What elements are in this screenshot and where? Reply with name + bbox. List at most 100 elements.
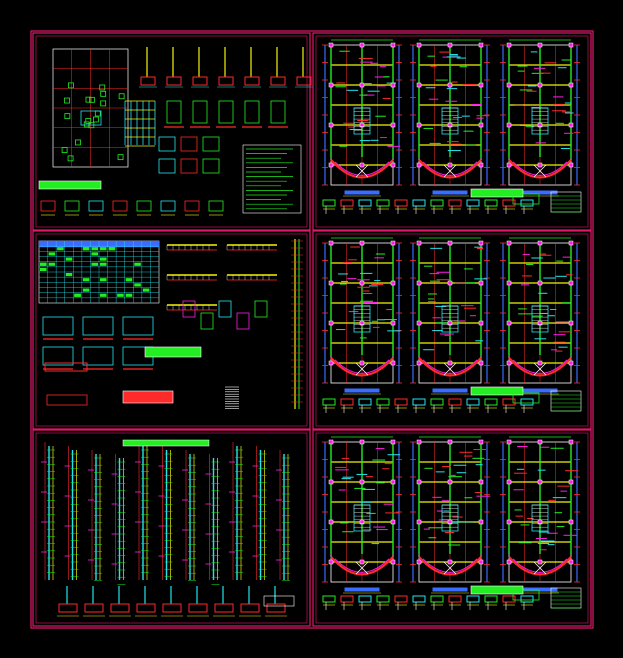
column bbox=[506, 439, 512, 445]
schedule-cell-fill bbox=[134, 262, 141, 266]
column bbox=[568, 280, 574, 286]
column bbox=[537, 320, 543, 326]
schedule-cell-fill bbox=[82, 247, 90, 251]
floor-plan bbox=[410, 39, 490, 186]
detail-box bbox=[202, 136, 220, 152]
schedule-cell-fill bbox=[74, 293, 81, 297]
column bbox=[568, 82, 574, 88]
sheet-inner-border bbox=[35, 233, 308, 427]
slab-section bbox=[42, 346, 74, 366]
footing bbox=[94, 110, 101, 117]
column bbox=[568, 519, 574, 525]
footing bbox=[64, 97, 70, 104]
sheet-border bbox=[32, 32, 311, 231]
detail-section bbox=[448, 595, 462, 603]
detail-section bbox=[412, 398, 426, 406]
detail-section bbox=[322, 398, 336, 406]
column bbox=[568, 320, 574, 326]
column bbox=[568, 162, 574, 168]
detail-section bbox=[502, 199, 516, 207]
column bbox=[506, 360, 512, 366]
column bbox=[416, 320, 422, 326]
column bbox=[328, 162, 334, 168]
detail-box bbox=[218, 300, 232, 318]
floor-plan bbox=[500, 39, 580, 186]
detail-section bbox=[394, 398, 408, 406]
schedule-cell-fill bbox=[65, 273, 73, 277]
schedule-cell-fill bbox=[91, 252, 98, 256]
column bbox=[478, 280, 484, 286]
column bbox=[537, 42, 543, 48]
sheet-floor-plans-top bbox=[312, 32, 592, 231]
opening-cross bbox=[355, 561, 369, 575]
detail-section bbox=[484, 595, 498, 603]
detail-section bbox=[358, 595, 372, 603]
column bbox=[416, 240, 422, 246]
footing bbox=[67, 155, 74, 162]
footing-section bbox=[46, 394, 88, 406]
schedule-cell-fill bbox=[100, 278, 107, 282]
detail-section bbox=[208, 200, 224, 212]
column bbox=[506, 162, 512, 168]
column bbox=[506, 320, 512, 326]
detail-box bbox=[158, 158, 176, 174]
column bbox=[537, 82, 543, 88]
column bbox=[416, 122, 422, 128]
column bbox=[416, 479, 422, 485]
column bbox=[390, 240, 396, 246]
curved-beam bbox=[330, 159, 394, 179]
floor-plan bbox=[500, 237, 580, 384]
detail-section bbox=[520, 199, 534, 207]
opening-cross bbox=[443, 561, 457, 575]
column bbox=[537, 479, 543, 485]
opening-cross bbox=[533, 561, 547, 575]
schedule-cell-fill bbox=[100, 262, 107, 266]
slab-section bbox=[82, 346, 114, 366]
column bbox=[328, 82, 334, 88]
sheet-floor-plans-middle bbox=[312, 230, 592, 430]
column bbox=[447, 280, 453, 286]
column bbox=[359, 559, 365, 565]
column bbox=[478, 320, 484, 326]
schedule-cell-fill bbox=[100, 247, 107, 251]
column bbox=[447, 360, 453, 366]
section-footing bbox=[244, 76, 260, 86]
schedule-cell-fill bbox=[65, 257, 73, 261]
plan-title-bar bbox=[344, 587, 380, 592]
plan-title-bar bbox=[432, 190, 468, 195]
schedule-cell-fill bbox=[48, 262, 56, 266]
footing-pad bbox=[110, 603, 130, 613]
plan-title-bar bbox=[344, 388, 380, 393]
footing bbox=[68, 82, 74, 89]
sheet-column-elevations bbox=[32, 429, 311, 627]
plan-title-bar bbox=[432, 587, 468, 592]
detail-section bbox=[340, 398, 354, 406]
column bbox=[478, 559, 484, 565]
column bbox=[328, 439, 334, 445]
detail-section bbox=[340, 199, 354, 207]
detail-section bbox=[376, 199, 390, 207]
curved-beam bbox=[508, 556, 572, 576]
column bbox=[416, 559, 422, 565]
column bbox=[568, 559, 574, 565]
column bbox=[447, 240, 453, 246]
floor-plan bbox=[410, 237, 490, 384]
detail-box bbox=[158, 136, 176, 152]
detail-section bbox=[466, 398, 480, 406]
column bbox=[390, 122, 396, 128]
column bbox=[537, 559, 543, 565]
schedule-cell-fill bbox=[100, 293, 107, 297]
detail-section bbox=[40, 200, 56, 212]
detail-section bbox=[484, 199, 498, 207]
detail-box bbox=[202, 158, 220, 174]
beam-section bbox=[244, 100, 260, 124]
sheet-border bbox=[312, 429, 592, 627]
footing-pad bbox=[162, 603, 182, 613]
curved-rebar bbox=[334, 558, 390, 573]
column bbox=[359, 82, 365, 88]
curved-beam bbox=[418, 556, 482, 576]
sheet-inner-border bbox=[35, 35, 308, 228]
curved-beam bbox=[418, 159, 482, 179]
column bbox=[390, 360, 396, 366]
